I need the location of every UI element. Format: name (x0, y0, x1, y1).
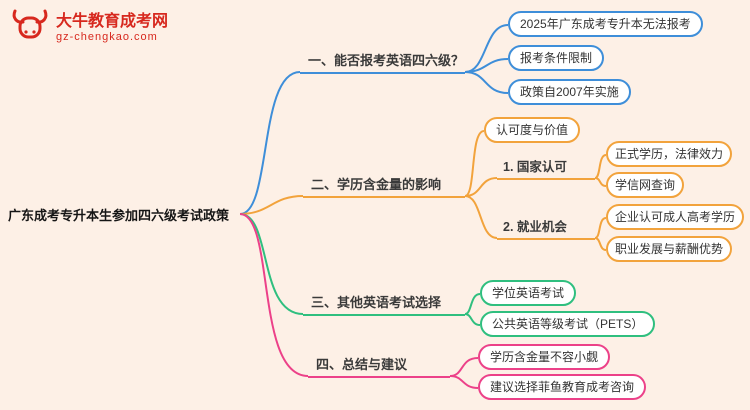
node-national-child1: 正式学历，法律效力 (606, 141, 733, 167)
node-employment-child2: 职业发展与薪酬优势 (606, 236, 733, 262)
branch-label-2: 二、学历含金量的影响 (303, 176, 465, 198)
node-branch3-child1: 学位英语考试 (480, 280, 577, 306)
subbranch-label-employment: 2. 就业机会 (497, 218, 595, 240)
node-branch1-child2: 报考条件限制 (508, 45, 605, 71)
node-branch2-child1: 认可度与价值 (484, 117, 581, 143)
node-branch4-child1: 学历含金量不容小觑 (478, 344, 611, 370)
root-node: 广东成考专升本生参加四六级考试政策 (8, 208, 230, 223)
branch2-edges (239, 130, 607, 251)
node-branch1-child1: 2025年广东成考专升本无法报考 (508, 11, 703, 37)
node-branch3-child2: 公共英语等级考试（PETS） (480, 311, 656, 337)
node-national-child2: 学信网查询 (606, 172, 685, 198)
branch-label-1: 一、能否报考英语四六级？ (300, 52, 465, 74)
branch1-edges (239, 24, 509, 215)
node-branch1-child3: 政策自2007年实施 (508, 79, 631, 105)
subbranch-label-national: 1. 国家认可 (497, 158, 595, 180)
node-branch4-child2: 建议选择菲鱼教育成考咨询 (478, 374, 647, 400)
branch4-edges (239, 213, 479, 389)
branch-label-3: 三、其他英语考试选择 (303, 294, 465, 316)
branch-label-4: 四、总结与建议 (308, 356, 450, 378)
node-employment-child1: 企业认可成人高考学历 (606, 204, 745, 230)
site-logo[interactable]: 大牛教育成考网 gz-chengkao.com (10, 8, 168, 49)
site-name: 大牛教育成考网 (56, 13, 169, 30)
site-url: gz-chengkao.com (56, 31, 158, 43)
bull-logo-icon (10, 8, 50, 49)
